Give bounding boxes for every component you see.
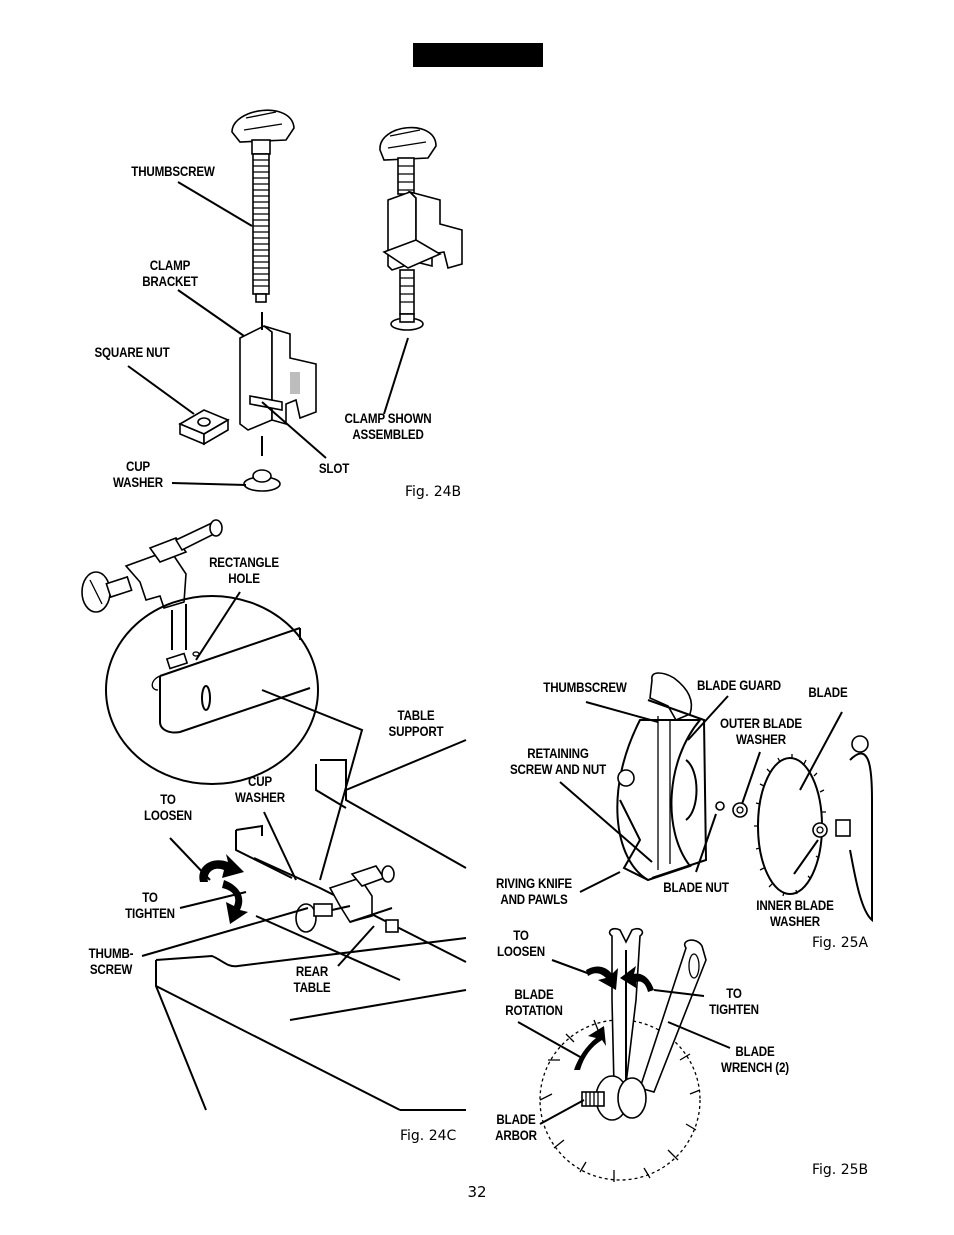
label-thumbscrew: THUMBSCREW <box>131 164 215 179</box>
label-blade: BLADE <box>808 685 848 700</box>
label-clamp-bracket-line2: BRACKET <box>142 274 198 289</box>
fig25a-saw-assembly-drawing <box>616 672 873 923</box>
label-blade-rotation-line1: BLADE <box>514 987 554 1002</box>
label-blade-wrench-line1: BLADE <box>735 1044 775 1059</box>
label-cup-washer-line1: CUP <box>126 459 150 474</box>
fig24b-thumbscrew-drawing <box>231 109 295 303</box>
label-table-support-line2: SUPPORT <box>388 724 444 739</box>
caption-fig-24b: Fig. 24B <box>405 484 462 500</box>
label-thumb-screw-line1: THUMB- <box>88 946 134 961</box>
header-redaction-bar <box>413 43 543 67</box>
label-to-loosen-25b-line2: LOOSEN <box>497 944 545 959</box>
label-blade-wrench-line2: WRENCH (2) <box>721 1060 789 1075</box>
label-blade-guard: BLADE GUARD <box>697 678 781 693</box>
fig24b-clamp-bracket-drawing <box>239 312 317 431</box>
caption-fig-25a: Fig. 25A <box>812 935 869 951</box>
label-to-tighten-24c-line2: TIGHTEN <box>125 906 175 921</box>
label-clamp-bracket-line1: CLAMP <box>149 258 191 273</box>
label-riving-knife-line1: RIVING KNIFE <box>495 876 572 891</box>
fig24c-leader-lines <box>141 591 375 967</box>
fig25b-wrench-drawing <box>539 927 707 1182</box>
label-cup-washer-line2: WASHER <box>113 475 163 490</box>
label-inner-blade-washer-line2: WASHER <box>770 914 820 929</box>
label-cup-washer-24c-line2: WASHER <box>235 790 285 805</box>
fig24b-assembled-clamp-drawing <box>379 126 463 331</box>
label-slot: SLOT <box>318 461 350 476</box>
label-rear-table-line2: TABLE <box>293 980 331 995</box>
label-blade-rotation-line2: ROTATION <box>505 1003 563 1018</box>
label-clamp-shown-assembled-line1: CLAMP SHOWN <box>344 411 432 426</box>
fig24b-cup-washer-drawing <box>243 436 281 492</box>
label-to-loosen-24c-line2: LOOSEN <box>144 808 192 823</box>
label-blade-nut: BLADE NUT <box>663 880 729 895</box>
label-square-nut: SQUARE NUT <box>94 345 170 360</box>
label-rear-table-line1: REAR <box>295 964 329 979</box>
label-table-support-line1: TABLE <box>397 708 435 723</box>
label-blade-arbor-line2: ARBOR <box>495 1128 537 1143</box>
label-outer-blade-washer-line2: WASHER <box>736 732 786 747</box>
label-thumb-screw-line2: SCREW <box>89 962 133 977</box>
page-number: 32 <box>467 1183 487 1201</box>
label-to-loosen-25b-line1: TO <box>513 928 529 943</box>
label-riving-knife-line2: AND PAWLS <box>500 892 568 907</box>
label-to-loosen-24c-line1: TO <box>160 792 176 807</box>
label-retaining-screw-line2: SCREW AND NUT <box>509 762 607 777</box>
label-to-tighten-24c-line1: TO <box>142 890 158 905</box>
label-retaining-screw-line1: RETAINING <box>527 746 589 761</box>
label-blade-arbor-line1: BLADE <box>496 1112 536 1127</box>
fig24c-detail-circle <box>105 595 319 785</box>
fig24c-clamp-drawing <box>81 519 223 650</box>
fig25a-leader-lines <box>559 695 843 893</box>
label-thumbscrew-25a: THUMBSCREW <box>543 680 627 695</box>
label-rectangle-hole-line1: RECTANGLE <box>209 555 279 570</box>
label-inner-blade-washer-line1: INNER BLADE <box>756 898 834 913</box>
label-to-tighten-25b-line2: TIGHTEN <box>709 1002 759 1017</box>
fig24b-leader-lines <box>127 181 409 486</box>
label-rectangle-hole-line2: HOLE <box>228 571 260 586</box>
label-clamp-shown-assembled-line2: ASSEMBLED <box>352 427 424 442</box>
label-cup-washer-24c-line1: CUP <box>248 774 272 789</box>
fig24b-square-nut-drawing <box>178 409 230 446</box>
fig25b-leader-lines <box>517 959 731 1125</box>
label-to-tighten-25b-line1: TO <box>726 986 742 1001</box>
caption-fig-25b: Fig. 25B <box>812 1162 869 1178</box>
fig24c-table-drawing <box>155 739 467 1111</box>
caption-fig-24c: Fig. 24C <box>400 1128 457 1144</box>
label-outer-blade-washer-line1: OUTER BLADE <box>720 716 802 731</box>
